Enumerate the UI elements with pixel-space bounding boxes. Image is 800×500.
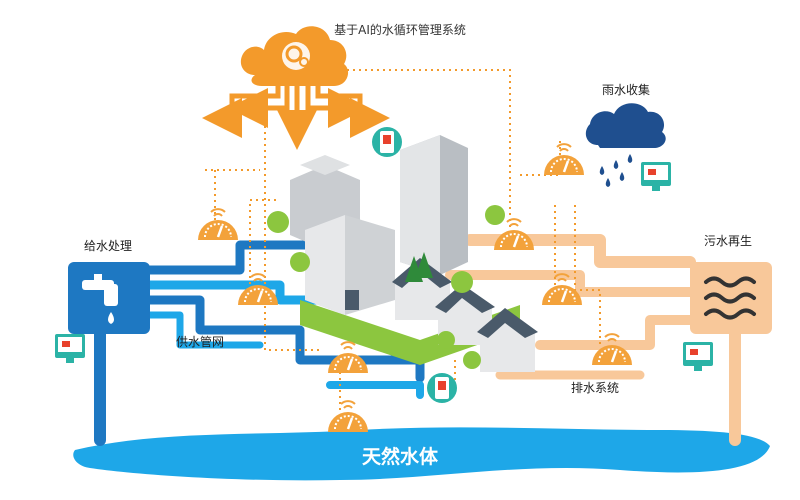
- monitor-icon: [683, 342, 713, 371]
- sensor-gauges: [198, 143, 632, 432]
- wave-filter-icon: [704, 276, 756, 320]
- sewage-regen-box: [690, 262, 772, 334]
- natural-water-label: 天然水体: [362, 445, 439, 468]
- monitor-icon: [641, 162, 671, 191]
- link-cloud-left: [264, 120, 320, 351]
- link-rain: [520, 140, 561, 176]
- phone-icon: [427, 373, 457, 403]
- link-mid-sensor: [249, 199, 280, 290]
- ai-brain-cloud-icon: [202, 26, 390, 150]
- water-treatment-box: [68, 262, 150, 334]
- sewage-regen-label: 污水再生: [704, 234, 752, 248]
- drainage-pipe-1: [464, 234, 696, 268]
- sensor-gauge-icon: [328, 400, 368, 432]
- drainage-pipes: [445, 234, 741, 446]
- sensor-gauge-icon: [542, 273, 582, 305]
- monitor-icon: [55, 334, 85, 363]
- drainage-system-label: 排水系统: [571, 381, 619, 395]
- sensor-gauge-icon: [198, 208, 238, 240]
- supply-pipe-5: [326, 381, 424, 399]
- sensor-gauge-icon: [544, 143, 584, 175]
- sensor-gauge-icon: [238, 273, 278, 305]
- sensor-gauge-icon: [328, 341, 368, 373]
- drainage-pipe-3: [535, 315, 695, 350]
- sensor-gauge-icon: [592, 333, 632, 365]
- link-right-2: [574, 205, 601, 345]
- system-title: 基于AI的水循环管理系统: [334, 22, 466, 37]
- natural-water-body: 天然水体: [73, 427, 771, 481]
- supply-pipe-1: [145, 240, 315, 275]
- data-links: [205, 69, 601, 410]
- drainage-pipe-2: [445, 270, 695, 297]
- faucet-icon: [82, 274, 118, 324]
- water-treatment-label: 给水处理: [84, 239, 132, 253]
- rainwater-label: 雨水收集: [602, 82, 650, 97]
- rain-cloud-icon: [585, 103, 666, 187]
- supply-pipe-4: [146, 311, 264, 349]
- phone-icon: [372, 127, 402, 157]
- supply-network-label: 供水管网: [176, 334, 224, 349]
- link-cloud-right: [335, 69, 511, 230]
- city-buildings: [267, 135, 538, 372]
- sensor-gauge-icon: [494, 218, 534, 250]
